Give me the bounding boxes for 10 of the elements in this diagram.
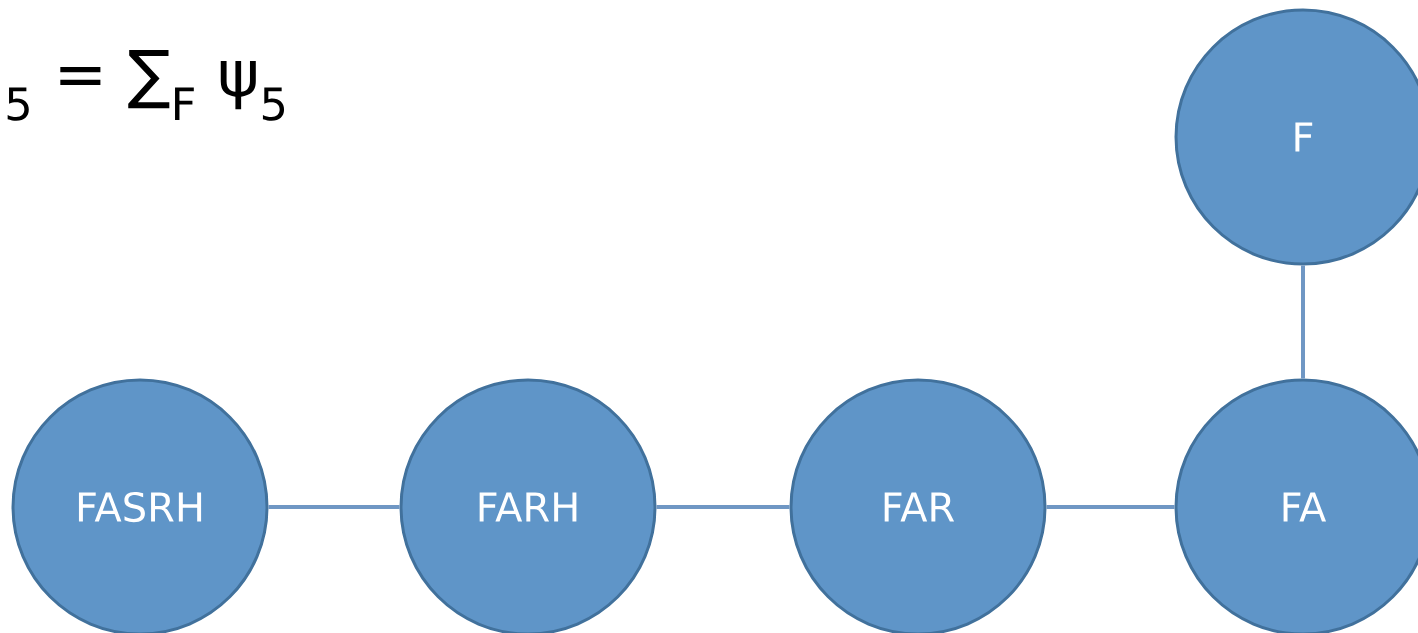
connector-line: [268, 505, 400, 509]
circle-node: FARH: [399, 378, 657, 633]
circle-node: F: [1174, 8, 1418, 266]
circle-node: FAR: [789, 378, 1047, 633]
connector-line: [1301, 265, 1305, 379]
formula-text: $_{5}$ = ∑$_{F}$ ψ$_{5}$: [7, 49, 285, 121]
circle-node: FA: [1174, 378, 1418, 633]
connector-line: [656, 505, 790, 509]
circle-node: FASRH: [11, 378, 269, 633]
connector-line: [1046, 505, 1175, 509]
